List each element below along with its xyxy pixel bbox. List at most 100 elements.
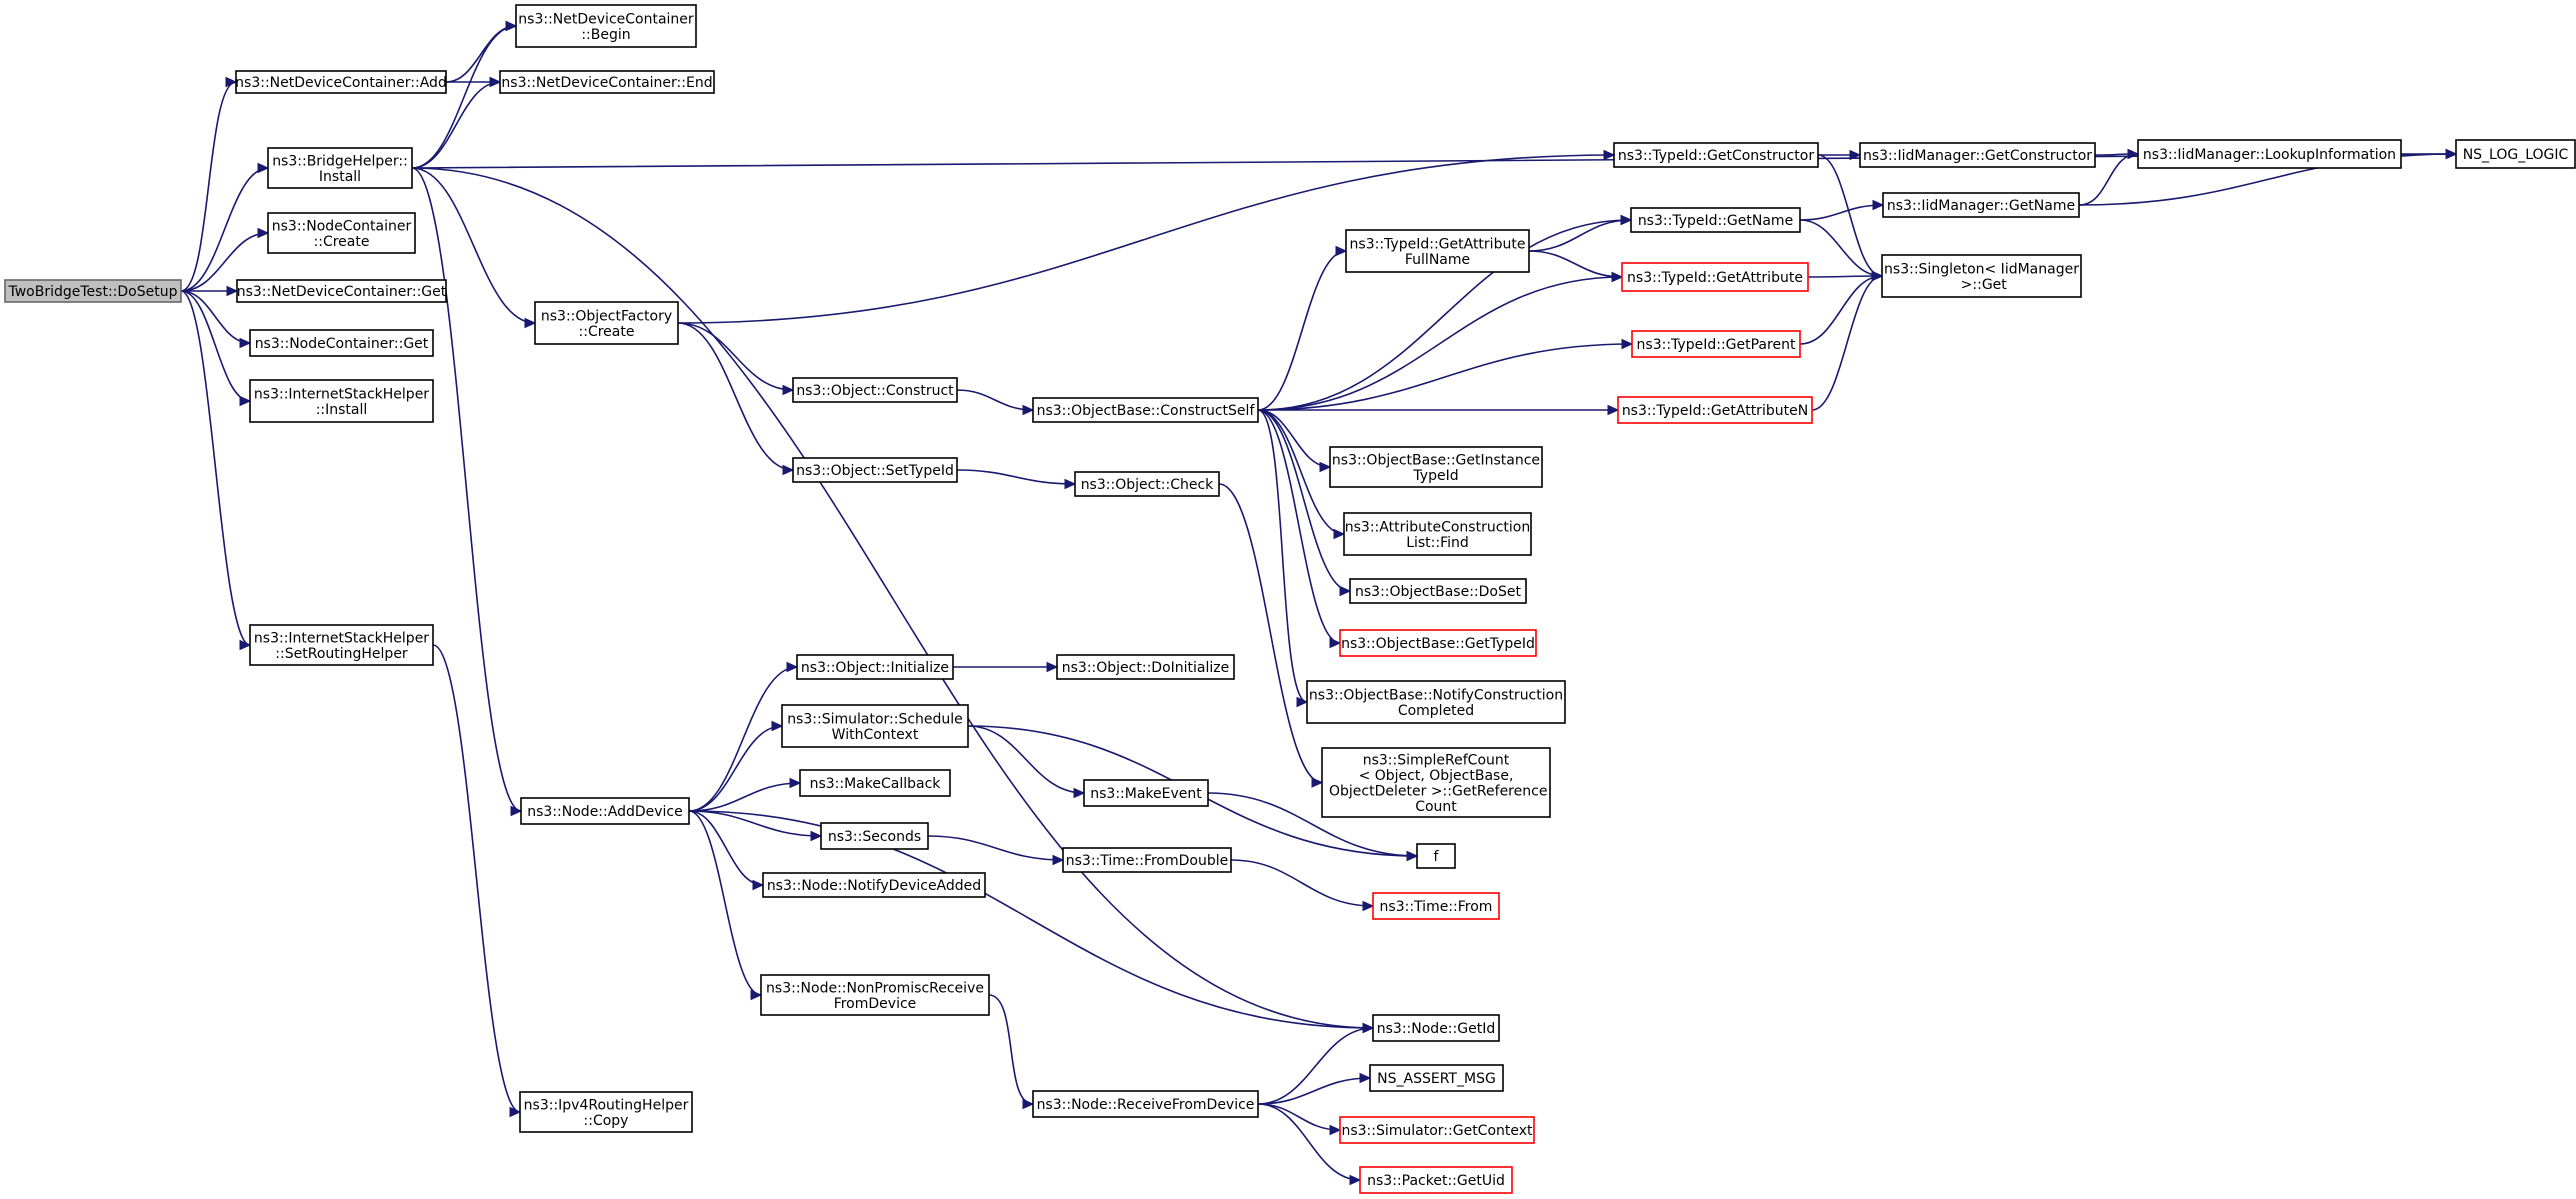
node-nodeReceive[interactable]: ns3::Node::ReceiveFromDevice (1032, 1090, 1259, 1118)
edge-ishSetRouting-to-ipv4Copy (432, 644, 522, 1118)
node-iidGetName[interactable]: ns3::IidManager::GetName (1882, 192, 2080, 218)
node-tidGetAttributeN[interactable]: ns3::TypeId::GetAttributeN (1617, 396, 1813, 424)
node-box (796, 654, 954, 680)
edge-root-to-ncGet (180, 290, 252, 349)
node-iidGetConstructor[interactable]: ns3::IidManager::GetConstructor (1859, 142, 2096, 168)
arrowhead (1621, 338, 1634, 350)
node-box (760, 974, 990, 1016)
arrowhead (1311, 777, 1324, 788)
node-packetGetUid[interactable]: ns3::Packet::GetUid (1359, 1166, 1513, 1194)
node-ncCreate[interactable]: ns3::NodeContainer::Create (267, 212, 416, 254)
node-box (534, 301, 679, 345)
edge-obConstructSelf-to-obGetTypeId (1257, 409, 1342, 649)
node-nsAssertMsg[interactable]: NS_ASSERT_MSG (1369, 1064, 1504, 1092)
node-ofCreate[interactable]: ns3::ObjectFactory::Create (534, 301, 679, 345)
node-box (1343, 512, 1532, 556)
node-box (520, 797, 690, 825)
node-nodeNotify[interactable]: ns3::Node::NotifyDeviceAdded (762, 872, 986, 898)
node-ndcBegin[interactable]: ns3::NetDeviceContainer::Begin (515, 4, 697, 48)
node-simGetContext[interactable]: ns3::Simulator::GetContext (1339, 1116, 1535, 1144)
node-obGetTypeId[interactable]: ns3::ObjectBase::GetTypeId (1339, 629, 1537, 657)
node-nodeGetId[interactable]: ns3::Node::GetId (1372, 1014, 1500, 1042)
edge-tidGetName-to-iidGetName (1799, 199, 1885, 221)
node-nodeAddDevice[interactable]: ns3::Node::AddDevice (520, 797, 690, 825)
node-label: ns3::Packet::GetUid (1367, 1173, 1505, 1189)
node-objCheck[interactable]: ns3::Object::Check (1074, 471, 1220, 497)
node-box (235, 70, 447, 94)
arrowhead (1329, 637, 1342, 649)
node-box (781, 704, 969, 748)
node-label: ns3::TypeId::GetAttribute (1350, 236, 1526, 252)
node-ndcEnd[interactable]: ns3::NetDeviceContainer::End (499, 70, 715, 94)
node-label: ns3::SimpleRefCount (1363, 752, 1510, 768)
node-label: ns3::ObjectFactory (541, 308, 672, 324)
node-bridgeInstall[interactable]: ns3::BridgeHelper::Install (267, 147, 413, 189)
node-objSetTypeId[interactable]: ns3::Object::SetTypeId (792, 457, 958, 483)
node-root[interactable]: TwoBridgeTest::DoSetup (4, 279, 182, 303)
node-ishSetRouting[interactable]: ns3::InternetStackHelper::SetRoutingHelp… (249, 624, 434, 666)
node-objConstruct[interactable]: ns3::Object::Construct (792, 377, 958, 403)
arrowhead (750, 989, 763, 1001)
node-label: ns3::TypeId::GetName (1638, 213, 1793, 229)
node-makeEvent[interactable]: ns3::MakeEvent (1083, 779, 1209, 807)
edge-tidGetParent-to-singletonGet (1799, 270, 1884, 345)
arrowhead (1872, 199, 1885, 211)
node-box (1882, 192, 2080, 218)
node-ipv4Copy[interactable]: ns3::Ipv4RoutingHelper::Copy (519, 1091, 693, 1133)
arrowhead (771, 720, 784, 732)
node-seconds[interactable]: ns3::Seconds (820, 822, 929, 850)
node-timeFrom[interactable]: ns3::Time::From (1372, 892, 1500, 920)
node-timeFromDouble[interactable]: ns3::Time::FromDouble (1062, 847, 1232, 873)
node-obConstructSelf[interactable]: ns3::ObjectBase::ConstructSelf (1032, 397, 1259, 423)
node-label: ns3::TypeId::GetParent (1637, 337, 1796, 353)
edge-obConstructSelf-to-tidGetAttribute (1257, 271, 1624, 411)
node-srcGetRef[interactable]: ns3::SimpleRefCount< Object, ObjectBase,… (1321, 747, 1551, 818)
node-objInitialize[interactable]: ns3::Object::Initialize (796, 654, 954, 680)
node-nsLogLogic[interactable]: NS_LOG_LOGIC (2455, 139, 2576, 169)
node-label: ns3::Object::Initialize (801, 660, 949, 676)
arrowhead (1319, 461, 1332, 473)
node-ishInstall[interactable]: ns3::InternetStackHelper::Install (249, 379, 434, 423)
arrowhead (752, 879, 765, 891)
node-label: ns3::MakeEvent (1090, 786, 1202, 802)
node-makeCallback[interactable]: ns3::MakeCallback (799, 769, 951, 797)
arrowhead (524, 317, 537, 329)
arrowhead (1349, 1174, 1362, 1186)
edge-nodeReceive-to-nsAssertMsg (1257, 1072, 1372, 1105)
node-label: >::Get (1956, 277, 2007, 293)
node-iidLookup[interactable]: ns3::IidManager::LookupInformation (2137, 139, 2402, 169)
node-label: ns3::NetDeviceContainer::Add (235, 75, 447, 91)
node-ndcAdd[interactable]: ns3::NetDeviceContainer::Add (235, 70, 447, 94)
edge-objInitialize-to-objDoInitialize (952, 661, 1059, 673)
node-obNotify[interactable]: ns3::ObjectBase::NotifyConstructionCompl… (1306, 680, 1566, 724)
node-obDoSet[interactable]: ns3::ObjectBase::DoSet (1349, 578, 1527, 604)
node-tidGetName[interactable]: ns3::TypeId::GetName (1630, 207, 1801, 233)
node-label: List::Find (1406, 535, 1469, 551)
node-tidGetParent[interactable]: ns3::TypeId::GetParent (1631, 330, 1801, 358)
node-ncGet[interactable]: ns3::NodeContainer::Get (249, 329, 434, 357)
arrowhead (239, 639, 252, 651)
node-label: ns3::ObjectBase::GetTypeId (1341, 636, 1535, 652)
node-label: ns3::Node::GetId (1377, 1021, 1495, 1037)
node-label: FullName (1405, 252, 1470, 268)
node-objDoInitialize[interactable]: ns3::Object::DoInitialize (1056, 654, 1235, 680)
node-label: ns3::Node::NotifyDeviceAdded (767, 878, 981, 894)
arrowhead (782, 464, 795, 476)
edge-tidGetName-to-singletonGet (1799, 219, 1884, 282)
arrowhead (225, 76, 238, 88)
node-box (1339, 1116, 1535, 1144)
edge-obConstructSelf-to-aclFind (1257, 409, 1346, 540)
node-tidGetAttribute[interactable]: ns3::TypeId::GetAttribute (1621, 262, 1809, 292)
edge-tidGetAttributeN-to-singletonGet (1811, 270, 1884, 411)
node-fNode[interactable]: f (1416, 843, 1456, 869)
node-tidGetConstructor[interactable]: ns3::TypeId::GetConstructor (1613, 142, 1819, 168)
node-ndcGet[interactable]: ns3::NetDeviceContainer::Get (236, 279, 447, 303)
node-singletonGet[interactable]: ns3::Singleton< IidManager >::Get (1881, 254, 2082, 298)
node-label: ns3::NodeContainer (272, 218, 412, 234)
node-box (1074, 471, 1220, 497)
